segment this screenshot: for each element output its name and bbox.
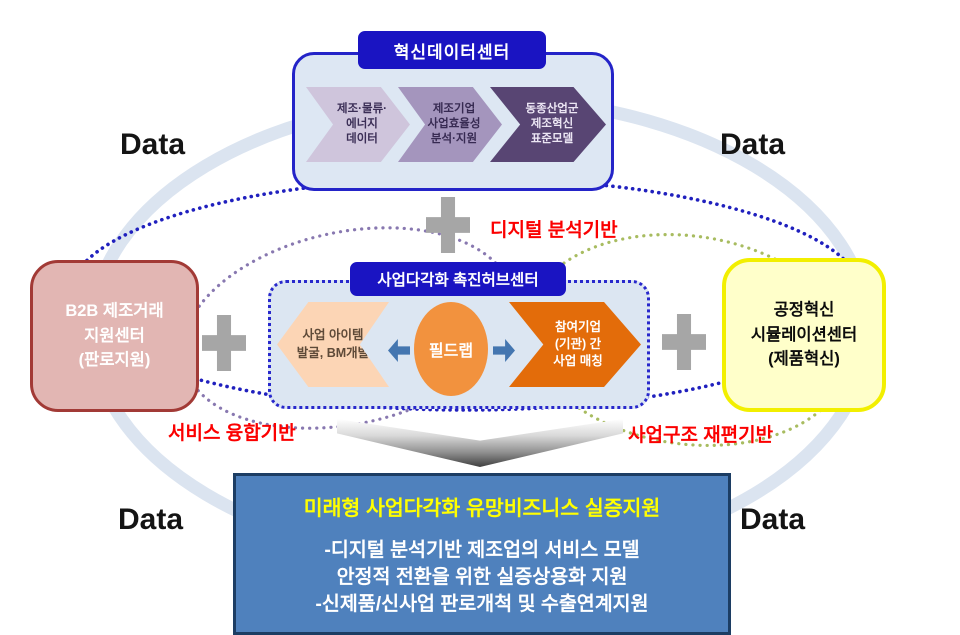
diversification-hub-title: 사업다각화 촉진허브센터 <box>350 262 566 296</box>
b2b-trade-support-center-box: B2B 제조거래 지원센터 (판로지원) <box>30 260 199 412</box>
support-line-2: 안정적 전환을 위한 실증상용화 지원 <box>336 565 628 588</box>
connector-label-service-convergence: 서비스 융합기반 <box>168 423 296 444</box>
support-line-1: -디지털 분석기반 제조업의 서비스 모델 <box>324 539 640 561</box>
innovation-data-center-title: 혁신데이터센터 <box>358 31 546 69</box>
data-label-top-right: Data <box>720 128 786 161</box>
future-business-support-box: 미래형 사업다각화 유망비즈니스 실증지원 -디지털 분석기반 제조업의 서비스… <box>233 473 731 635</box>
data-label-bottom-left: Data <box>118 503 184 536</box>
data-label-top-left: Data <box>120 128 186 161</box>
future-business-support-lines: -디지털 분석기반 제조업의 서비스 모델 안정적 전환을 위한 실증상용화 지… <box>236 537 728 618</box>
process-innovation-simulation-center-box: 공정혁신 시뮬레이션센터 (제품혁신) <box>722 258 886 412</box>
field-lab-ellipse: 필드랩 <box>414 302 488 396</box>
future-business-support-title: 미래형 사업다각화 유망비즈니스 실증지원 <box>303 497 661 520</box>
data-label-bottom-right: Data <box>740 503 806 536</box>
connector-label-business-restructure: 사업구조 재편기반 <box>628 425 774 446</box>
connector-label-digital-analysis: 디지털 분석기반 <box>490 220 618 241</box>
support-line-3: -신제품/신사업 판로개척 및 수출연계지원 <box>315 592 649 615</box>
